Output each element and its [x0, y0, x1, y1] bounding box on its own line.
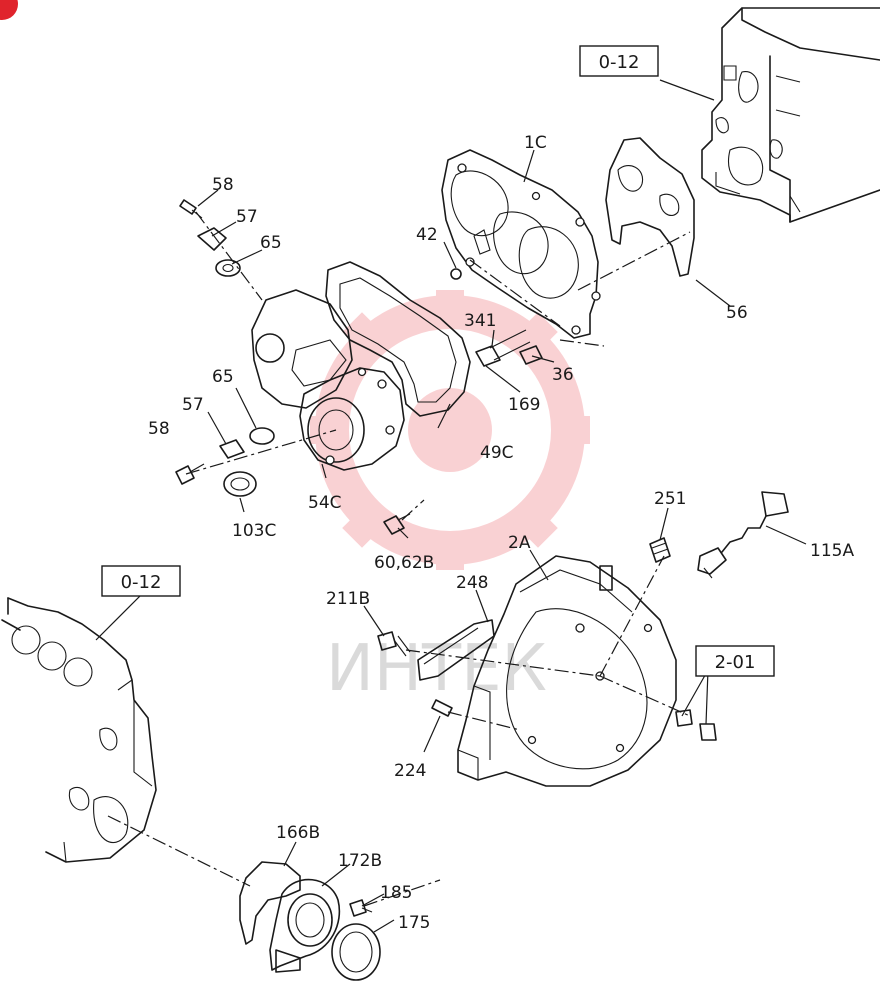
engine-block-top-right — [701, 7, 880, 223]
alignment-line-2 — [185, 429, 337, 475]
watermark-logo — [310, 290, 590, 570]
stud-224 — [431, 699, 453, 717]
callout-36: 36 — [552, 365, 574, 385]
callout-166B: 166B — [276, 823, 320, 843]
callout-54C: 54C — [308, 493, 342, 513]
ref-label-2-01: 2-01 — [715, 652, 756, 673]
callout-labels: 58 57 65 1C 42 56 341 36 169 65 57 58 49… — [148, 133, 854, 933]
gasket-56 — [605, 137, 695, 277]
sensor-115A — [697, 491, 789, 579]
alignment-line-7 — [599, 555, 665, 677]
callout-1C: 1C — [524, 133, 547, 153]
callout-49C: 49C — [480, 443, 514, 463]
alignment-line-6 — [599, 675, 691, 717]
small-parts-mid — [175, 268, 543, 535]
callout-58-mid: 58 — [148, 419, 170, 439]
ref-label-0-12-left: 0-12 — [121, 572, 162, 593]
callout-115A: 115A — [810, 541, 854, 561]
callout-185: 185 — [380, 883, 412, 903]
callout-175: 175 — [398, 913, 430, 933]
front-cover-assembly — [251, 289, 405, 471]
alignment-line-8 — [405, 649, 601, 677]
reference-box-0-12-top[interactable]: 0-12 — [579, 45, 659, 77]
callout-169: 169 — [508, 395, 540, 415]
alignment-line-4 — [559, 339, 605, 347]
engine-block-left — [1, 597, 157, 863]
leader-lines — [95, 79, 807, 933]
callout-60-62B: 60,62B — [374, 553, 434, 573]
alignment-line-5 — [577, 231, 691, 291]
gasket-49C — [325, 261, 471, 417]
callout-251: 251 — [654, 489, 686, 509]
callout-341: 341 — [464, 311, 496, 331]
callout-2A: 2A — [508, 533, 531, 553]
callout-172B: 172B — [338, 851, 382, 871]
alignment-line-9 — [447, 711, 521, 731]
callout-57-mid: 57 — [182, 395, 204, 415]
callout-57-top: 57 — [236, 207, 258, 227]
alignment-line-11 — [363, 879, 441, 907]
alignment-line-1 — [195, 211, 263, 301]
small-parts-top — [179, 199, 241, 277]
ref-label-0-12-top: 0-12 — [599, 52, 640, 73]
callout-56: 56 — [726, 303, 748, 323]
callout-211B: 211B — [326, 589, 370, 609]
callout-65-mid: 65 — [212, 367, 234, 387]
reference-box-2-01[interactable]: 2-01 — [695, 645, 775, 677]
alignment-line-10 — [107, 815, 251, 887]
callout-248: 248 — [456, 573, 488, 593]
plate-248 — [417, 619, 495, 681]
alignment-line-3 — [469, 259, 561, 327]
alignment-line-12 — [401, 499, 425, 521]
callout-58-top: 58 — [212, 175, 234, 195]
flywheel-housing-2A — [457, 555, 677, 787]
callout-103C: 103C — [232, 521, 276, 541]
plug-251 — [649, 537, 671, 563]
corner-badge — [0, 0, 18, 20]
callout-65-top: 65 — [260, 233, 282, 253]
callout-42: 42 — [416, 225, 438, 245]
bolt-211B — [377, 631, 411, 657]
watermark-text: ИНТЕК — [326, 632, 547, 706]
bolts-2-01 — [675, 709, 717, 741]
rear-seal-assembly — [239, 861, 381, 981]
callout-224: 224 — [394, 761, 426, 781]
reference-box-0-12-left[interactable]: 0-12 — [101, 565, 181, 597]
